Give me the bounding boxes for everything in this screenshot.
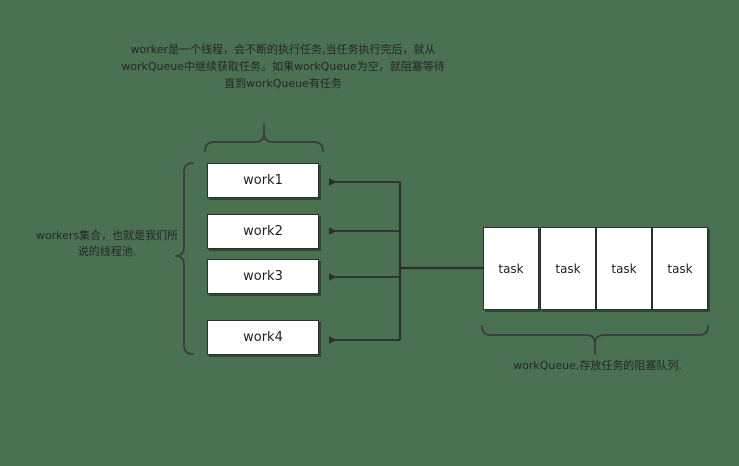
worker-box-work3[interactable]: work3	[207, 259, 319, 294]
worker-box-work1[interactable]: work1	[207, 163, 319, 198]
bottom-brace	[481, 325, 709, 345]
task-box-2[interactable]: task	[540, 227, 596, 310]
task-box-1[interactable]: task	[483, 227, 539, 310]
worker-description-note: worker是一个线程，会不断的执行任务,当任务执行完后，就从workQueue…	[121, 43, 445, 90]
left-brace	[174, 162, 194, 355]
workers-collection-note: workers集合，也就是我们所说的线程池.	[35, 229, 179, 258]
task-box-3[interactable]: task	[596, 227, 652, 310]
worker-box-work2[interactable]: work2	[207, 214, 319, 249]
task-box-4[interactable]: task	[652, 227, 708, 310]
top-brace	[204, 132, 324, 152]
worker-box-work4[interactable]: work4	[207, 320, 319, 355]
workqueue-note: workQueue,存放任务的阻塞队列.	[513, 359, 682, 372]
